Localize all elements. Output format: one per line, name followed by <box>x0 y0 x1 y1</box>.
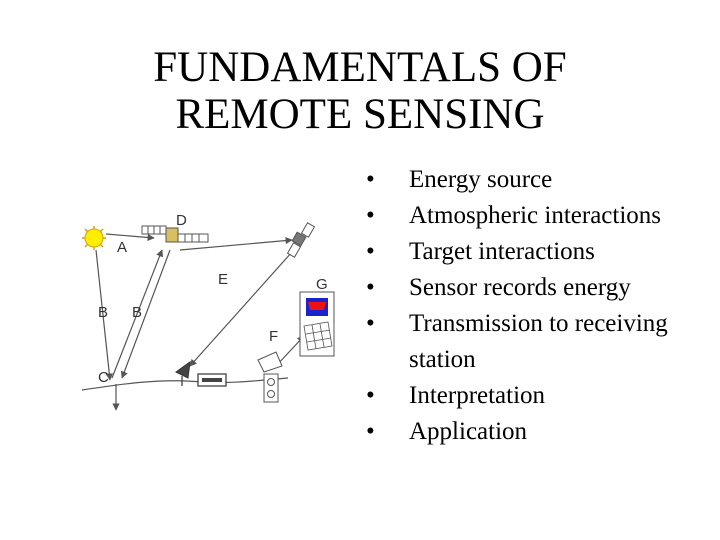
label-e: E <box>218 271 228 288</box>
solar-panel-right <box>177 233 209 243</box>
label-g: G <box>316 276 328 293</box>
bullet-item: • Target interactions <box>366 234 716 270</box>
bullet-item: • Transmission to receiving station <box>366 306 716 378</box>
title-line-2: REMOTE SENSING <box>175 91 545 138</box>
bullet-glyph: • <box>366 418 375 445</box>
bullet-glyph: • <box>366 382 375 409</box>
ground-station-icon <box>175 360 227 387</box>
sun-disc <box>84 228 104 248</box>
label-d: D <box>176 212 187 229</box>
relay-satellite-icon <box>286 222 316 258</box>
bullet-glyph: • <box>366 238 375 265</box>
bullet-text: Target interactions <box>409 238 595 265</box>
tray-icon <box>257 351 283 373</box>
bullet-text: Atmospheric interactions <box>409 202 662 229</box>
bullet-glyph: • <box>366 166 375 193</box>
bullet-item: • Sensor records energy <box>366 270 716 306</box>
bullet-text: Transmission to receiving station <box>409 310 668 373</box>
bullet-item: • Application <box>366 414 716 450</box>
path-sun-to-sensor <box>105 233 155 242</box>
bullet-text: Energy source <box>409 166 553 193</box>
bullet-text: Sensor records energy <box>409 274 631 301</box>
bullet-item: • Interpretation <box>366 378 716 414</box>
label-b-right: B <box>132 304 142 321</box>
sun-icon <box>82 226 106 250</box>
path-station-to-dish <box>189 251 293 367</box>
bullet-glyph: • <box>366 274 375 301</box>
bullet-item: • Energy source <box>366 162 716 198</box>
path-ground-to-sensor <box>111 249 163 379</box>
dish-antenna <box>175 360 191 379</box>
path-sun-to-ground <box>95 249 113 381</box>
satellite-body <box>165 227 179 243</box>
bullet-text: Application <box>409 418 528 445</box>
satellite-sensor-icon <box>141 225 209 243</box>
bullet-glyph: • <box>366 202 375 229</box>
bullet-glyph: • <box>366 310 375 337</box>
path-sensor-to-ground <box>120 249 171 379</box>
label-f: F <box>269 328 278 345</box>
label-c: C <box>98 369 109 386</box>
title-line-1: FUNDAMENTALS OF <box>153 44 567 91</box>
slide-title: FUNDAMENTALS OF REMOTE SENSING <box>0 44 720 138</box>
remote-sensing-diagram: A B B C D E F G <box>82 212 335 411</box>
path-sensor-to-station <box>179 236 293 251</box>
energy-paths <box>95 233 305 411</box>
display-grid <box>303 321 333 351</box>
label-b-left: B <box>98 304 108 321</box>
label-a: A <box>117 239 127 256</box>
bullet-item: • Atmospheric interactions <box>366 198 716 234</box>
ground-line <box>82 377 289 391</box>
path-to-application <box>275 335 305 367</box>
computer-processing-icon <box>257 351 283 403</box>
bullet-list: • Energy source • Atmospheric interactions… <box>366 162 716 450</box>
bullet-text: Interpretation <box>409 382 546 409</box>
analysis-display-icon <box>299 291 335 357</box>
display-red-feature <box>308 302 326 310</box>
